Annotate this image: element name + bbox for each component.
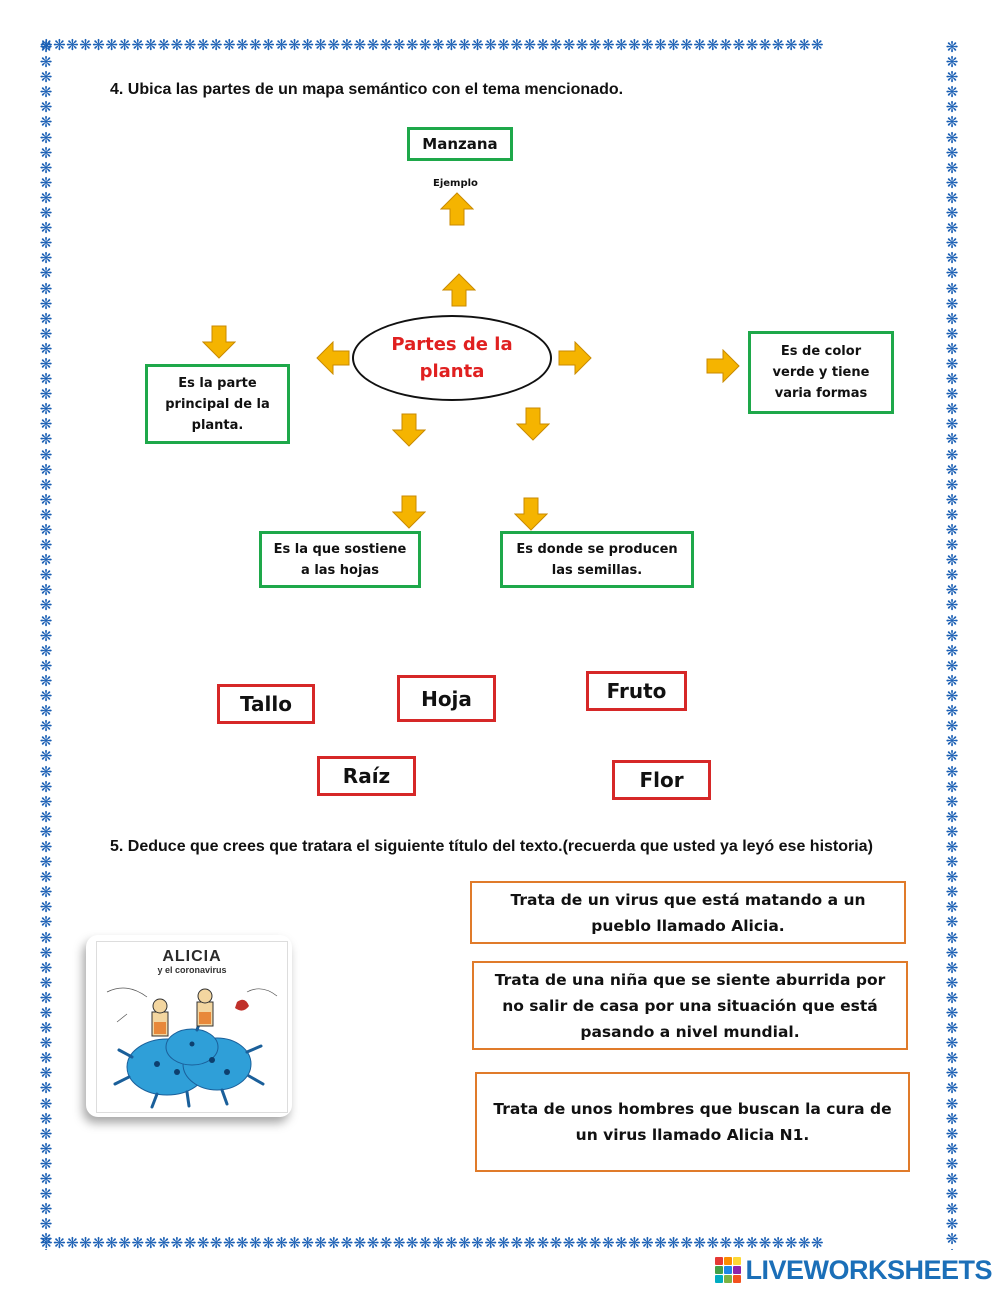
left-border: ❋❋❋❋❋❋❋❋❋❋❋❋❋❋❋❋❋❋❋❋❋❋❋❋❋❋❋❋❋❋❋❋❋❋❋❋❋❋❋❋… bbox=[39, 40, 53, 1250]
logo-text: LIVEWORKSHEETS bbox=[745, 1254, 992, 1285]
arrow-down-icon bbox=[202, 325, 236, 359]
option-flor[interactable]: Flor bbox=[612, 760, 711, 800]
book-cover-image: ALICIA y el coronavirus bbox=[86, 935, 292, 1117]
liveworksheets-logo: LIVEWORKSHEETS bbox=[715, 1254, 992, 1286]
book-subtitle: y el coronavirus bbox=[157, 965, 227, 975]
arrow-down-icon bbox=[514, 497, 548, 531]
option-tallo[interactable]: Tallo bbox=[217, 684, 315, 724]
example-label: Ejemplo bbox=[433, 178, 478, 189]
arrow-up-icon bbox=[442, 273, 476, 307]
question-5-title: 5. Deduce que crees que tratara el sigui… bbox=[110, 838, 873, 855]
option-raiz[interactable]: Raíz bbox=[317, 756, 416, 796]
answer-option-3[interactable]: Trata de unos hombres que buscan la cura… bbox=[475, 1072, 910, 1172]
arrow-up-icon bbox=[440, 192, 474, 226]
top-border: ❋❋❋❋❋❋❋❋❋❋❋❋❋❋❋❋❋❋❋❋❋❋❋❋❋❋❋❋❋❋❋❋❋❋❋❋❋❋❋❋… bbox=[40, 38, 825, 54]
question-4-title: 4. Ubica las partes de un mapa semántico… bbox=[110, 81, 624, 98]
arrow-left-icon bbox=[316, 341, 350, 375]
book-title: ALICIA bbox=[162, 948, 222, 965]
answer-option-2[interactable]: Trata de una niña que se siente aburrida… bbox=[472, 961, 908, 1050]
right-border: ❋❋❋❋❋❋❋❋❋❋❋❋❋❋❋❋❋❋❋❋❋❋❋❋❋❋❋❋❋❋❋❋❋❋❋❋❋❋❋❋… bbox=[945, 40, 959, 1250]
example-box: Manzana bbox=[407, 127, 513, 161]
option-fruto[interactable]: Fruto bbox=[586, 671, 687, 711]
virus-illustration bbox=[106, 987, 278, 1109]
logo-tiles-icon bbox=[715, 1257, 742, 1283]
bottom-left-definition-box: Es la que sostiene a las hojas bbox=[259, 531, 421, 588]
option-hoja[interactable]: Hoja bbox=[397, 675, 496, 722]
arrow-down-icon bbox=[516, 407, 550, 441]
answer-option-1[interactable]: Trata de un virus que está matando a un … bbox=[470, 881, 906, 944]
center-topic: Partes de la planta bbox=[352, 315, 552, 401]
arrow-down-icon bbox=[392, 413, 426, 447]
right-definition-box: Es de color verde y tiene varia formas bbox=[748, 331, 894, 414]
arrow-down-icon bbox=[392, 495, 426, 529]
arrow-right-icon bbox=[558, 341, 592, 375]
arrow-right-icon bbox=[706, 349, 740, 383]
left-definition-box: Es la parte principal de la planta. bbox=[145, 364, 290, 444]
bottom-right-definition-box: Es donde se producen las semillas. bbox=[500, 531, 694, 588]
bottom-border: ❋❋❋❋❋❋❋❋❋❋❋❋❋❋❋❋❋❋❋❋❋❋❋❋❋❋❋❋❋❋❋❋❋❋❋❋❋❋❋❋… bbox=[40, 1236, 825, 1252]
